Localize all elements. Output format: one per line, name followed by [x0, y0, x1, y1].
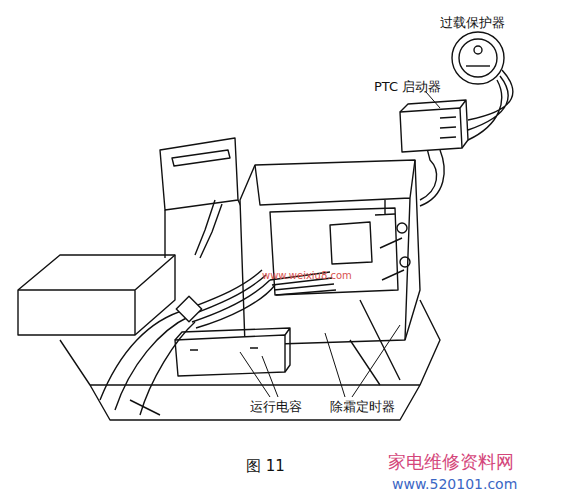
watermark: 家电维修资料网	[388, 452, 514, 473]
watermark: www.520101.com	[392, 476, 517, 492]
part-label: 除霜定时器	[330, 400, 395, 415]
part-label: PTC 启动器	[374, 80, 441, 95]
part-label: 运行电容	[250, 400, 302, 415]
part-label: 过载保护器	[440, 16, 505, 31]
watermark: www.weixiu8.com	[262, 270, 352, 282]
figure-caption: 图 11	[246, 458, 285, 475]
